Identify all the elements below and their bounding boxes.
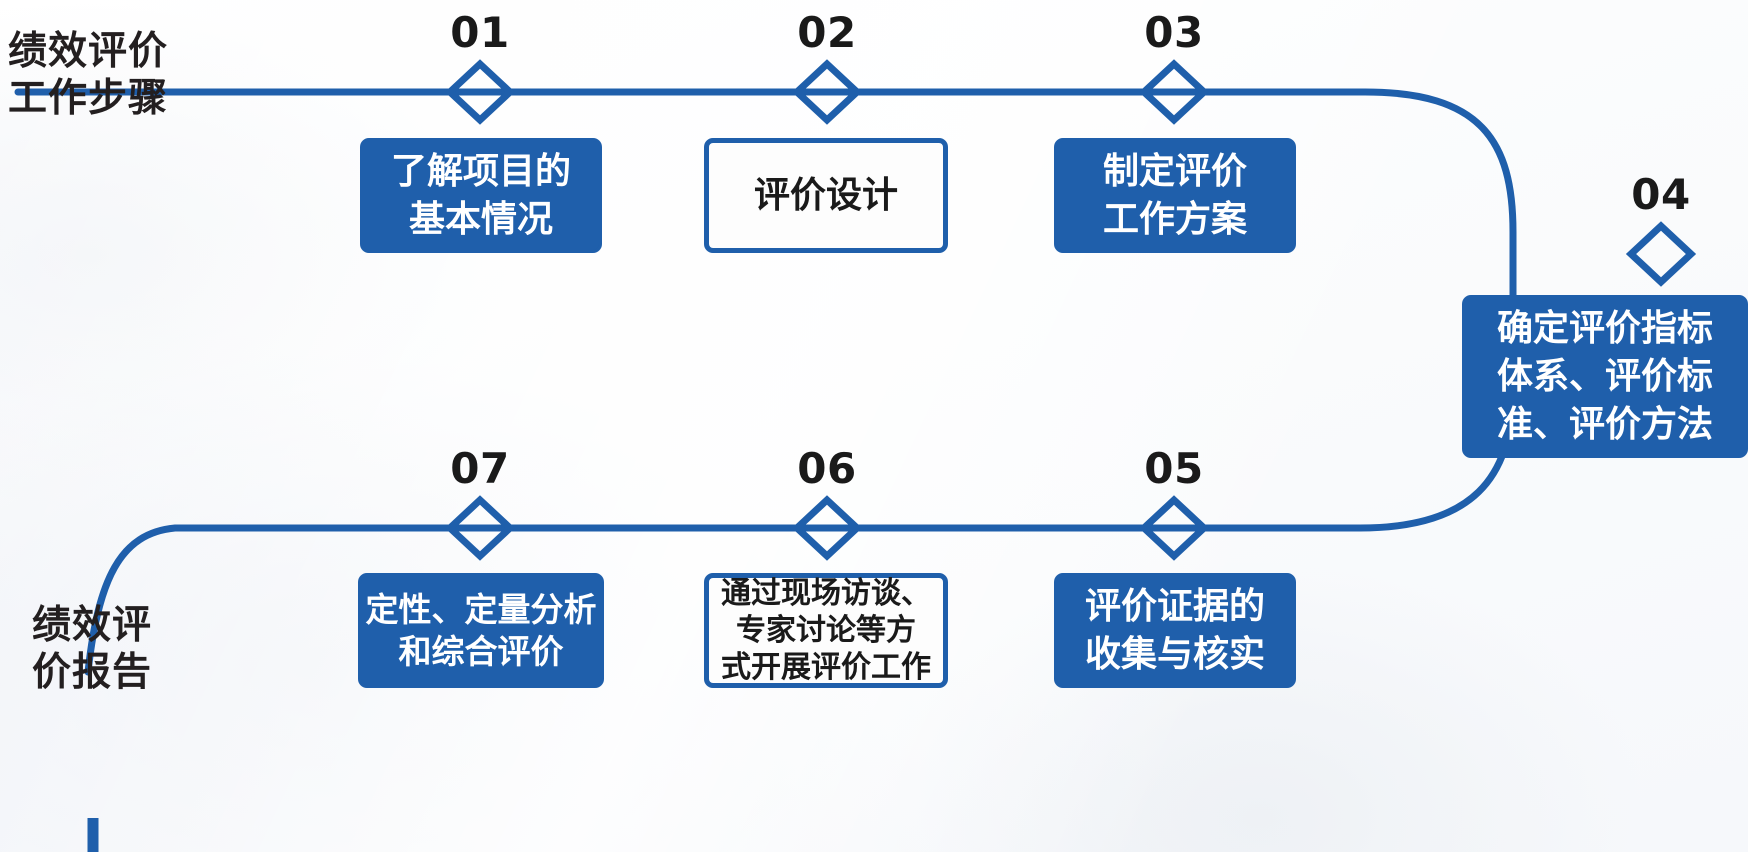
diamond-icon bbox=[444, 59, 516, 125]
diamond-icon bbox=[444, 495, 516, 561]
diamond-icon bbox=[1138, 59, 1210, 125]
section-label-bottom: 绩效评 价报告 bbox=[32, 603, 153, 695]
diamond-icon bbox=[1138, 495, 1210, 561]
step-number-05: 05 bbox=[1144, 444, 1204, 493]
step-box-07[interactable]: 定性、定量分析 和综合评价 bbox=[358, 573, 604, 688]
step-number-04: 04 bbox=[1631, 170, 1691, 219]
step-number-03: 03 bbox=[1144, 8, 1204, 57]
step-box-01[interactable]: 了解项目的 基本情况 bbox=[360, 138, 602, 253]
step-number-07: 07 bbox=[450, 444, 510, 493]
diamond-icon bbox=[791, 59, 863, 125]
step-number-01: 01 bbox=[450, 8, 510, 57]
step-box-06[interactable]: 通过现场访谈、 专家讨论等方 式开展评价工作 bbox=[704, 573, 948, 688]
step-box-05[interactable]: 评价证据的 收集与核实 bbox=[1054, 573, 1296, 688]
step-box-03[interactable]: 制定评价 工作方案 bbox=[1054, 138, 1296, 253]
diamond-icon bbox=[791, 495, 863, 561]
step-number-02: 02 bbox=[797, 8, 857, 57]
section-label-top: 绩效评价 工作步骤 bbox=[8, 29, 169, 121]
step-box-04[interactable]: 确定评价指标 体系、评价标 准、评价方法 bbox=[1462, 295, 1748, 458]
diamond-icon bbox=[1625, 221, 1697, 287]
step-number-06: 06 bbox=[797, 444, 857, 493]
step-box-02[interactable]: 评价设计 bbox=[704, 138, 948, 253]
